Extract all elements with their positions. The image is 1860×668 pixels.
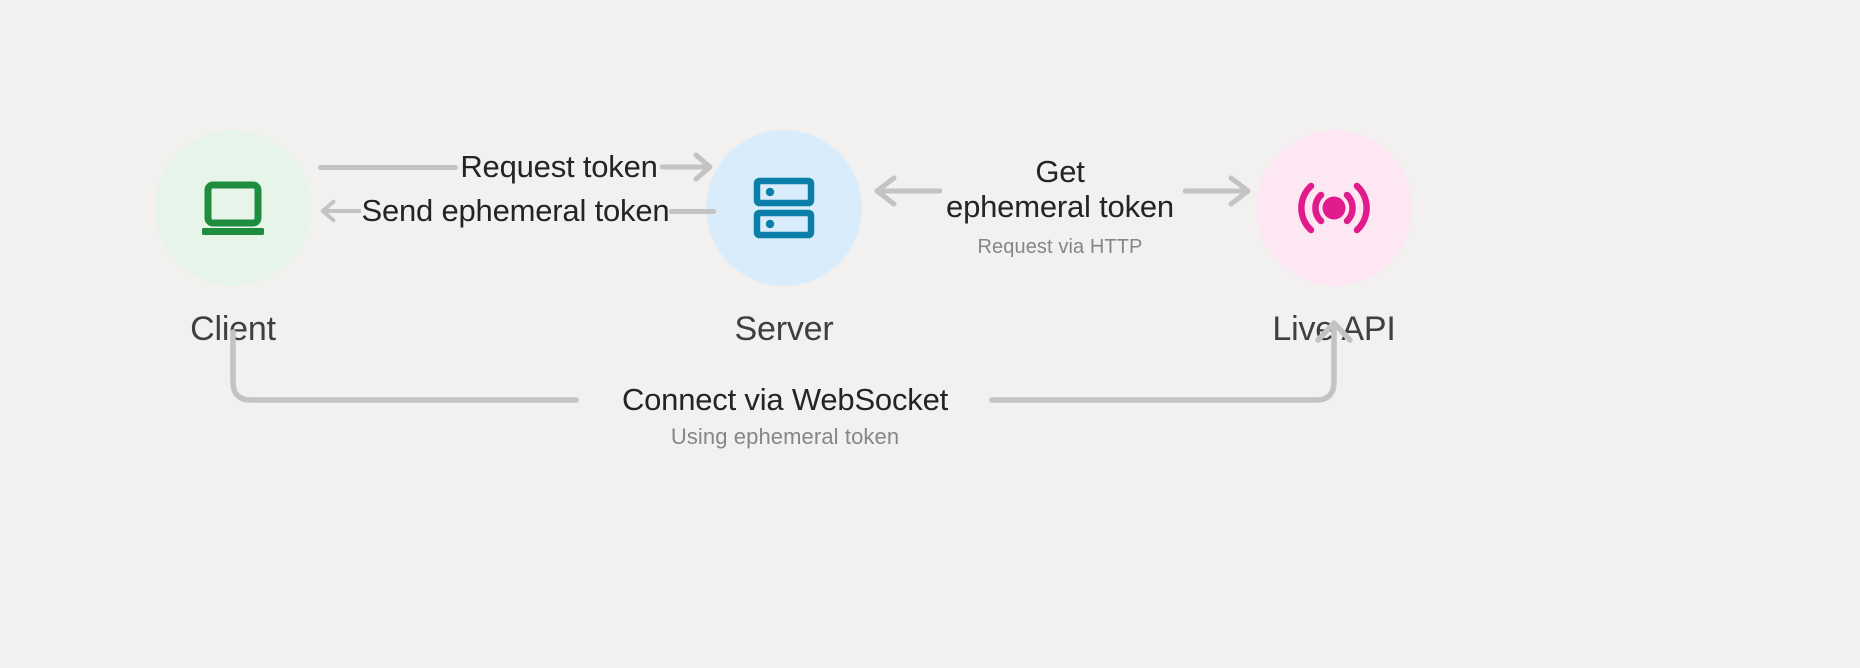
live-api-icon-circle	[1256, 130, 1412, 286]
flow-send-ephemeral-token: Send ephemeral token	[318, 193, 716, 229]
server-icon	[753, 177, 815, 239]
flow-label-send-ephemeral-token: Send ephemeral token	[361, 193, 670, 228]
broadcast-icon	[1298, 182, 1370, 234]
node-server[interactable]: Server	[684, 130, 884, 349]
node-label-server: Server	[734, 310, 834, 348]
flow-get-line-1: Get	[1035, 154, 1085, 189]
websocket-sublabel-wrap: Using ephemeral token	[585, 424, 985, 450]
client-icon-circle	[155, 130, 311, 286]
arrow-right-icon	[660, 152, 713, 182]
flow-request-token: Request token	[318, 149, 716, 185]
arrow-left-icon	[320, 199, 362, 223]
flow-label-request-token: Request token	[460, 149, 658, 184]
flow-line-left	[318, 164, 458, 170]
laptop-icon	[202, 181, 264, 235]
flow-line-right	[669, 208, 716, 214]
websocket-connection-path	[230, 320, 1353, 403]
node-live-api[interactable]: Live API	[1234, 130, 1434, 349]
arrow-left-to-server-icon	[874, 175, 942, 207]
websocket-label-wrap: Connect via WebSocket	[585, 382, 985, 418]
flow-sublabel-connect-websocket: Using ephemeral token	[670, 424, 900, 449]
node-client[interactable]: Client	[133, 130, 333, 349]
flow-get-sublabel: Request via HTTP	[977, 236, 1143, 259]
flow-get-ephemeral-token-label: Get ephemeral token Request via HTTP	[940, 154, 1180, 259]
server-icon-circle	[706, 130, 862, 286]
flow-label-connect-websocket: Connect via WebSocket	[621, 382, 949, 417]
flow-get-line-2: ephemeral token	[946, 188, 1174, 224]
arrow-right-to-live-api-icon	[1183, 175, 1251, 207]
